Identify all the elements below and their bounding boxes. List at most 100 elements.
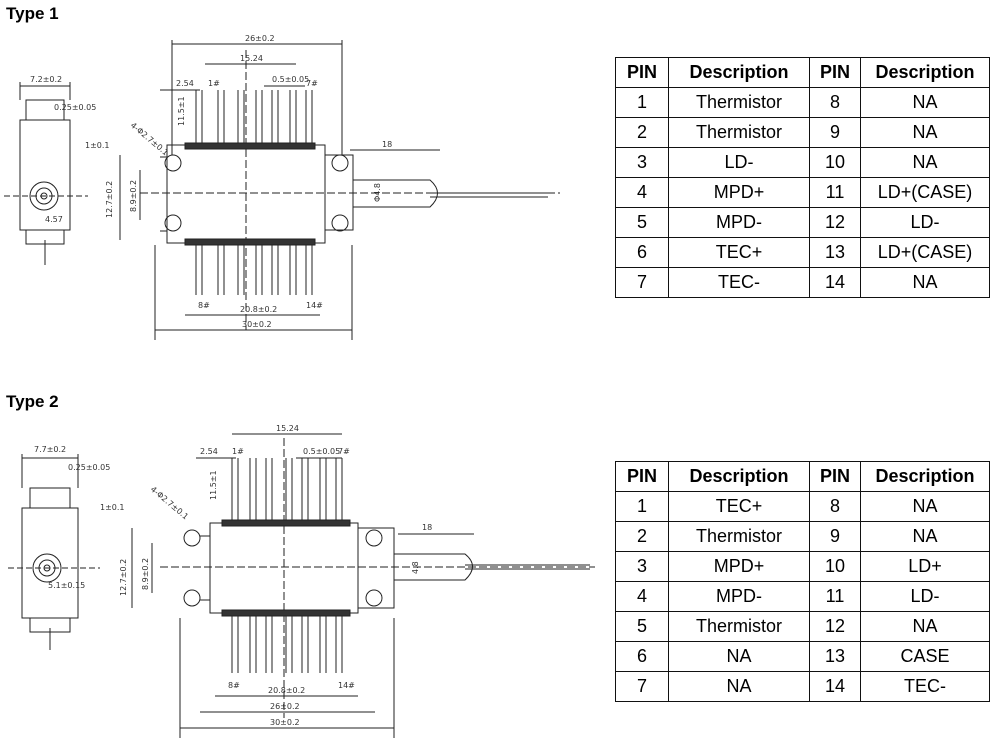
table-cell: LD+(CASE): [860, 237, 990, 268]
table-cell: 14: [809, 267, 861, 298]
type1-dim-bottom-span: 20.8±0.2: [240, 305, 277, 314]
type1-hole-br: [331, 214, 349, 232]
table-cell: NA: [668, 641, 810, 672]
type1-drawing-svg: 26±0.2 15.24 2.54 1# 0.5±0.05 7# 11.5±1 …: [4, 34, 560, 340]
table-row: 6 NA 13 CASE: [615, 641, 990, 672]
table-cell: 4: [615, 177, 669, 208]
table-header-row: PIN Description PIN Description: [615, 57, 990, 88]
table-cell: NA: [860, 147, 990, 178]
table-header-cell: PIN: [615, 57, 669, 88]
type2-pin7-label: 7#: [338, 447, 350, 456]
type2-heading: Type 2: [6, 392, 59, 411]
type2-dim-side-top: 0.25±0.05: [68, 463, 110, 472]
type2-hole-tl: [183, 529, 201, 547]
table-cell: MPD+: [668, 177, 810, 208]
type2-dim-bottom-mid: 26±0.2: [270, 702, 300, 711]
type2-bottom-pins: [231, 613, 343, 673]
type2-hole-br: [365, 589, 383, 607]
table-row: 6 TEC+ 13 LD+(CASE): [615, 237, 990, 268]
table-cell: 3: [615, 551, 669, 582]
type2-dim-snout: 4.8: [411, 561, 420, 574]
table-cell: LD-: [668, 147, 810, 178]
table-cell: 14: [809, 671, 861, 702]
table-cell: MPD-: [668, 207, 810, 238]
table-cell: 6: [615, 641, 669, 672]
type1-dim-pin-pitch: 0.5±0.05: [272, 75, 309, 84]
type2-dim-side-step: 1±0.1: [100, 503, 125, 512]
type1-dim-pin-length: 11.5±1: [177, 96, 186, 126]
type1-pin-table: PIN Description PIN Description 1 Thermi…: [615, 57, 990, 298]
table-cell: TEC-: [668, 267, 810, 298]
type1-hole-bl: [164, 214, 182, 232]
table-header-row: PIN Description PIN Description: [615, 461, 990, 492]
table-cell: 13: [809, 237, 861, 268]
type2-pin1-label: 1#: [232, 447, 244, 456]
table-cell: MPD+: [668, 551, 810, 582]
table-cell: 12: [809, 207, 861, 238]
table-cell: TEC+: [668, 237, 810, 268]
type1-dim-pin-span: 15.24: [240, 54, 263, 63]
table-cell: 10: [809, 147, 861, 178]
table-cell: 10: [809, 551, 861, 582]
type1-dim-hole: 4-Φ2.7±0.1: [129, 121, 170, 158]
table-cell: TEC+: [668, 491, 810, 522]
type2-dim-bottom-total: 30±0.2: [270, 718, 300, 727]
table-cell: 1: [615, 491, 669, 522]
table-cell: LD-: [860, 207, 990, 238]
table-cell: 2: [615, 117, 669, 148]
table-cell: 3: [615, 147, 669, 178]
type2-dim-hole: 4-Φ2.7±0.1: [149, 485, 190, 522]
type2-dim-pitch-left: 2.54: [200, 447, 218, 456]
type1-dim-side-top: 0.25±0.05: [54, 103, 96, 112]
table-cell: 6: [615, 237, 669, 268]
table-cell: 13: [809, 641, 861, 672]
type2-hole-bl: [183, 589, 201, 607]
type1-dim-side-width: 7.2±0.2: [30, 75, 62, 84]
type1-pin7-label: 7#: [306, 79, 318, 88]
type2-dim-side-width: 7.7±0.2: [34, 445, 66, 454]
table-header-cell: PIN: [809, 461, 861, 492]
type1-dim-overall: 26±0.2: [245, 34, 275, 43]
table-cell: NA: [860, 117, 990, 148]
table-cell: 11: [809, 177, 861, 208]
table-cell: NA: [860, 87, 990, 118]
type1-dim-side-offset: 4.57: [45, 215, 63, 224]
table-cell: 12: [809, 611, 861, 642]
type1-mechanical-drawing: 26±0.2 15.24 2.54 1# 0.5±0.05 7# 11.5±1 …: [0, 30, 600, 350]
type2-hole-tr: [365, 529, 383, 547]
type2-top-pins: [231, 458, 343, 523]
table-cell: 9: [809, 117, 861, 148]
type2-drawing-svg: 15.24 2.54 1# 0.5±0.05 7# 11.5±1 4-Φ2.7±…: [8, 424, 595, 738]
table-header-cell: Description: [860, 461, 990, 492]
type2-pin-table: PIN Description PIN Description 1 TEC+ 8…: [615, 461, 990, 702]
table-cell: 5: [615, 611, 669, 642]
table-row: 4 MPD+ 11 LD+(CASE): [615, 177, 990, 208]
table-row: 2 Thermistor 9 NA: [615, 117, 990, 148]
table-row: 4 MPD- 11 LD-: [615, 581, 990, 612]
type1-dim-side-step: 1±0.1: [85, 141, 110, 150]
table-header-cell: Description: [860, 57, 990, 88]
table-cell: 5: [615, 207, 669, 238]
type1-heading: Type 1: [6, 4, 59, 23]
table-row: 3 LD- 10 NA: [615, 147, 990, 178]
type1-hole-tl: [164, 154, 182, 172]
table-row: 1 Thermistor 8 NA: [615, 87, 990, 118]
table-cell: 7: [615, 267, 669, 298]
table-cell: 9: [809, 521, 861, 552]
table-cell: LD+(CASE): [860, 177, 990, 208]
table-row: 5 Thermistor 12 NA: [615, 611, 990, 642]
table-cell: 11: [809, 581, 861, 612]
type2-pin8-label: 8#: [228, 681, 240, 690]
table-cell: LD-: [860, 581, 990, 612]
table-header-cell: Description: [668, 461, 810, 492]
table-cell: CASE: [860, 641, 990, 672]
table-cell: NA: [668, 671, 810, 702]
table-row: 2 Thermistor 9 NA: [615, 521, 990, 552]
table-row: 7 NA 14 TEC-: [615, 671, 990, 702]
type1-dim-fiber-len: 18: [382, 140, 392, 149]
table-row: 1 TEC+ 8 NA: [615, 491, 990, 522]
type2-dim-body-height: 12.7±0.2: [119, 559, 128, 596]
type2-dim-inner-height: 8.9±0.2: [141, 558, 150, 590]
table-cell: NA: [860, 611, 990, 642]
type2-dim-pin-length: 11.5±1: [209, 470, 218, 500]
